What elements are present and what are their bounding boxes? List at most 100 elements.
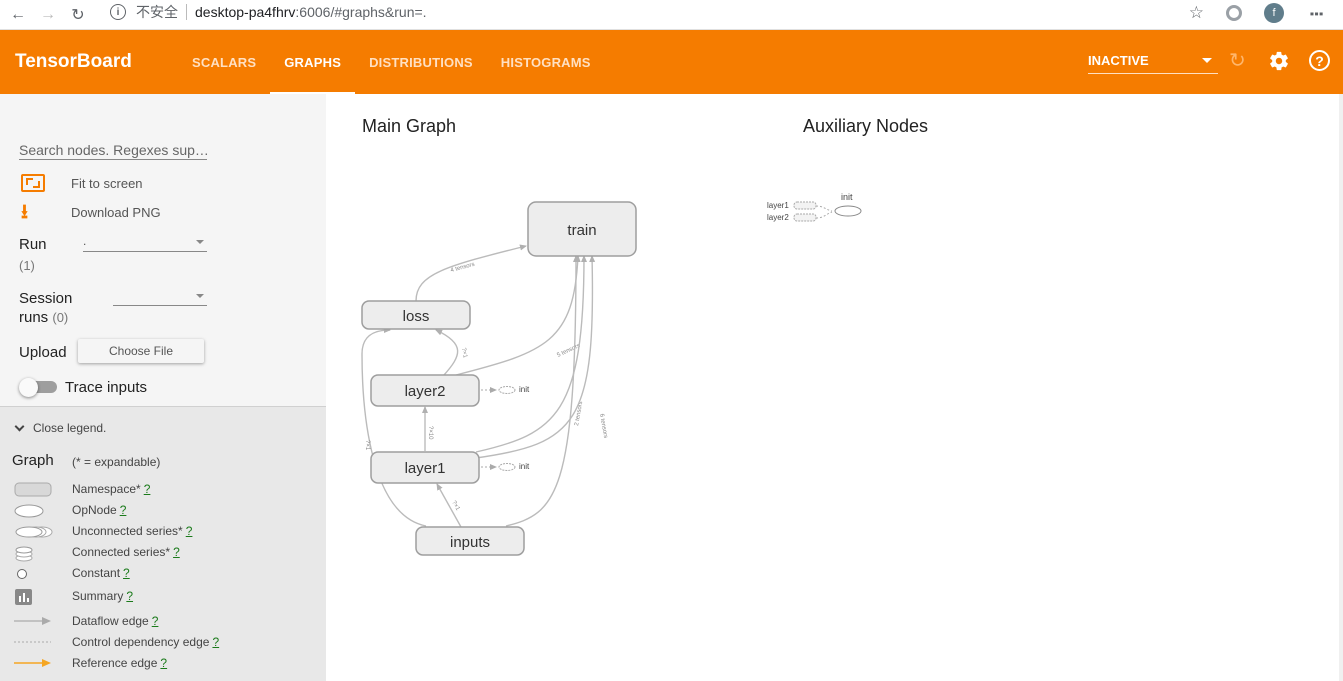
- legend-label: Summary: [72, 589, 124, 603]
- browser-menu-icon[interactable]: ⋮: [1307, 5, 1324, 21]
- init-series-node: [498, 386, 516, 394]
- extension-icon[interactable]: [1226, 5, 1242, 21]
- edge-label: ?×1: [450, 500, 461, 512]
- edge-inputs-train: [505, 255, 579, 527]
- forward-arrow-icon[interactable]: →: [40, 5, 56, 23]
- tab-distributions[interactable]: DISTRIBUTIONS: [369, 54, 473, 70]
- edge-inputs-layer1: [436, 483, 462, 528]
- reference-edge-icon: [14, 659, 51, 667]
- node-label: inputs: [450, 534, 490, 551]
- url-host: desktop-pa4fhrv: [195, 4, 296, 20]
- legend-item: Summary?: [0, 586, 326, 606]
- aux-layer2-stub: [793, 213, 817, 222]
- download-png-label: Download PNG: [71, 204, 161, 220]
- edge-label: ?×10: [427, 426, 433, 440]
- reload-icon[interactable]: ↻: [71, 6, 85, 24]
- chevron-down-icon: [1202, 58, 1212, 63]
- tab-graphs[interactable]: GRAPHS: [270, 30, 355, 94]
- aux-graph[interactable]: layer1 layer2 init: [767, 192, 862, 222]
- url-path: :6006/#graphs&run=.: [295, 4, 427, 20]
- legend-label: OpNode: [72, 503, 117, 517]
- legend-help-link[interactable]: ?: [126, 589, 134, 603]
- search-nodes-input[interactable]: [19, 140, 207, 160]
- profile-avatar[interactable]: f: [1264, 3, 1284, 23]
- legend-expand-note: (* = expandable): [72, 455, 161, 469]
- node-label: loss: [403, 308, 430, 325]
- graph-canvas[interactable]: Main Graph Auxiliary Nodes 4 tensors ?×1…: [326, 94, 1343, 681]
- trace-inputs-toggle[interactable]: [19, 378, 57, 397]
- session-runs-word: runs: [19, 309, 49, 326]
- fit-to-screen-label: Fit to screen: [71, 175, 143, 191]
- aux-control-edge: [815, 205, 833, 212]
- session-runs-select[interactable]: [113, 288, 207, 306]
- dataflow-edge-icon: [14, 617, 51, 625]
- legend-help-link[interactable]: ?: [151, 614, 159, 628]
- legend-item: Unconnected series*?: [0, 521, 326, 541]
- bookmark-star-icon[interactable]: ☆: [1188, 3, 1204, 22]
- run-label: Run: [19, 236, 47, 253]
- node-layer2[interactable]: layer2: [370, 374, 480, 407]
- aux-control-edge: [815, 211, 833, 219]
- tab-histograms[interactable]: HISTOGRAMS: [500, 54, 591, 70]
- chevron-down-icon: [14, 421, 25, 431]
- control-edge-icon: [14, 641, 51, 643]
- aux-init-node[interactable]: [834, 205, 862, 217]
- legend-label: Reference edge: [72, 656, 158, 670]
- chevron-down-icon: [196, 240, 204, 244]
- graph-legend: Close legend. Graph (* = expandable) Nam…: [0, 406, 326, 681]
- close-legend-label: Close legend.: [33, 421, 107, 435]
- init-series-node: [498, 463, 516, 471]
- edge-label: 2 tensors: [574, 401, 584, 426]
- legend-item: Namespace*?: [0, 479, 326, 499]
- auxiliary-nodes-title: Auxiliary Nodes: [803, 116, 929, 136]
- legend-item: Constant?: [0, 563, 326, 583]
- legend-help-link[interactable]: ?: [143, 482, 151, 496]
- close-legend-button[interactable]: Close legend.: [14, 421, 107, 435]
- chevron-down-icon: [196, 294, 204, 298]
- aux-layer1-label: layer1: [767, 201, 789, 210]
- opnode-icon: [14, 504, 44, 518]
- node-loss[interactable]: loss: [361, 300, 471, 330]
- tab-scalars[interactable]: SCALARS: [192, 54, 257, 70]
- edge-layer1-train-b: [475, 255, 596, 459]
- node-label: layer2: [405, 383, 446, 400]
- legend-help-link[interactable]: ?: [185, 524, 193, 538]
- legend-label: Namespace*: [72, 482, 141, 496]
- aux-layer2-label: layer2: [767, 213, 789, 222]
- init-label: init: [519, 462, 530, 471]
- edge-layer2-loss: [435, 329, 459, 376]
- vertical-scrollbar[interactable]: [1339, 94, 1343, 681]
- legend-help-link[interactable]: ?: [160, 656, 168, 670]
- legend-help-link[interactable]: ?: [123, 566, 130, 580]
- run-select-value: .: [83, 234, 87, 248]
- aux-init-label: init: [841, 192, 853, 202]
- refresh-icon[interactable]: ↻: [1229, 50, 1246, 72]
- unconnected-series-icon: [15, 526, 53, 538]
- legend-help-link[interactable]: ?: [173, 545, 180, 559]
- dashboard-tabs: SCALARS GRAPHS DISTRIBUTIONS HISTOGRAMS: [178, 30, 605, 94]
- inactive-dashboards-select[interactable]: INACTIVE: [1088, 48, 1218, 74]
- gear-icon[interactable]: [1268, 50, 1290, 72]
- legend-help-link[interactable]: ?: [119, 503, 127, 517]
- address-bar[interactable]: i 不安全 desktop-pa4fhrv:6006/#graphs&run=.: [98, 0, 1228, 24]
- namespace-icon: [14, 482, 52, 497]
- legend-item: Control dependency edge?: [0, 632, 326, 652]
- node-train[interactable]: train: [527, 201, 637, 257]
- edge-label: ?×1: [364, 440, 370, 451]
- info-icon[interactable]: i: [110, 4, 126, 20]
- fit-to-screen-button[interactable]: Fit to screen: [21, 174, 143, 192]
- legend-label: Dataflow edge: [72, 614, 149, 628]
- connected-series-icon: [15, 546, 33, 562]
- choose-file-button[interactable]: Choose File: [78, 339, 204, 363]
- help-icon[interactable]: ?: [1309, 50, 1330, 71]
- back-arrow-icon[interactable]: ←: [10, 5, 26, 23]
- download-png-button[interactable]: ⭳ Download PNG: [21, 201, 161, 223]
- tensorboard-toolbar: TensorBoard SCALARS GRAPHS DISTRIBUTIONS…: [0, 30, 1343, 94]
- node-layer1[interactable]: layer1: [370, 451, 480, 484]
- download-icon: ⭳: [21, 201, 28, 223]
- node-inputs[interactable]: inputs: [415, 526, 525, 556]
- run-count: (1): [19, 258, 35, 273]
- main-graph-title: Main Graph: [362, 116, 457, 136]
- run-select[interactable]: .: [83, 234, 207, 252]
- legend-help-link[interactable]: ?: [212, 635, 220, 649]
